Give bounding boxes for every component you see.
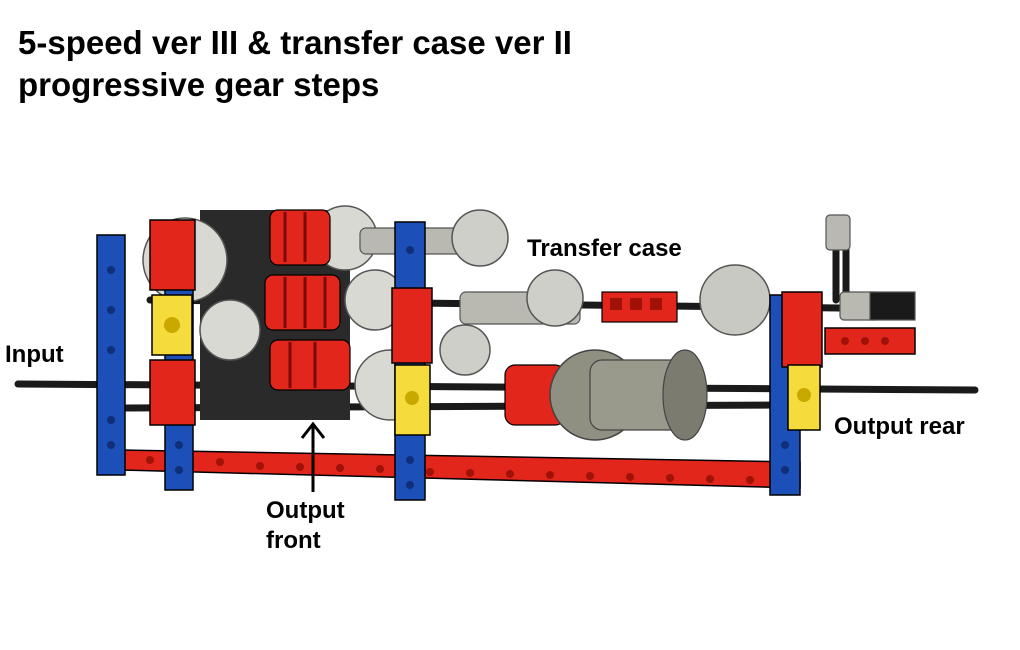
transfer-case-label: Transfer case bbox=[527, 235, 682, 262]
diagram-title: 5-speed ver III & transfer case ver II p… bbox=[18, 22, 572, 106]
output-front-label-line-2: front bbox=[266, 527, 321, 554]
yellow-block-holes bbox=[164, 317, 811, 405]
title-line-1: 5-speed ver III & transfer case ver II bbox=[18, 24, 572, 61]
input-label: Input bbox=[5, 341, 64, 368]
blue-beam-holes bbox=[107, 246, 789, 489]
bottom-red-liftarm bbox=[119, 449, 801, 489]
right-red-liftarm bbox=[824, 327, 916, 355]
transfer-differential bbox=[504, 264, 771, 441]
title-line-2: progressive gear steps bbox=[18, 66, 380, 103]
output-rear-label: Output rear bbox=[834, 413, 965, 440]
output-front-label-line-1: Output bbox=[266, 497, 345, 524]
yellow-blocks bbox=[151, 294, 821, 436]
middle-gears bbox=[439, 209, 584, 376]
red-blocks bbox=[149, 219, 823, 426]
output-front-arrow bbox=[300, 421, 326, 492]
output-front-label: Output front bbox=[266, 496, 345, 556]
